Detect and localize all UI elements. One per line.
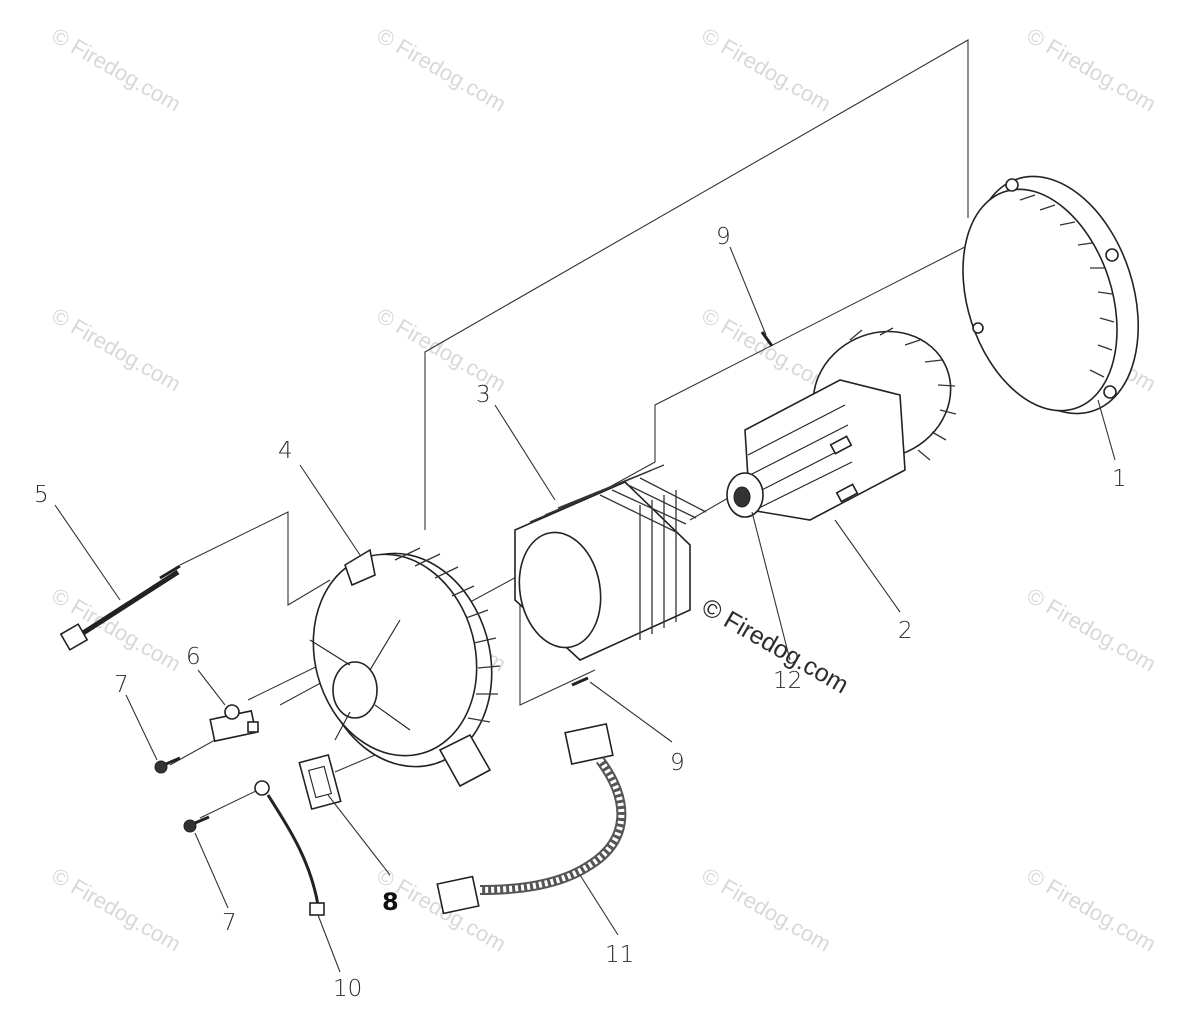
callout-9b: 9 <box>670 750 685 776</box>
callout-1: 1 <box>1112 466 1127 492</box>
assembly-line-holder <box>334 754 376 773</box>
part-brush-holder <box>298 753 342 811</box>
leader-4 <box>299 464 361 556</box>
leader-7a <box>125 694 158 761</box>
leader-lines <box>54 246 1116 973</box>
watermark-text: © Firedog.com <box>48 23 186 117</box>
watermark-text: © Firedog.com <box>48 303 186 397</box>
callout-5: 5 <box>34 482 49 508</box>
watermark-text: © Firedog.com <box>698 863 836 957</box>
leader-1 <box>1097 399 1116 461</box>
watermark-text: © Firedog.com <box>373 23 511 117</box>
callout-7b: 7 <box>222 910 237 936</box>
watermark-text: © Firedog.com <box>698 23 836 117</box>
assembly-line-upper <box>424 39 969 530</box>
callout-9a: 9 <box>716 224 731 250</box>
part-screws <box>154 756 210 833</box>
part-rotor <box>726 327 957 521</box>
part-dowel-pins <box>571 331 774 687</box>
callout-7a: 7 <box>114 672 129 698</box>
leader-10 <box>317 914 341 973</box>
watermark-text: © Firedog.com <box>1023 863 1161 957</box>
assembly-line-main <box>594 223 1011 496</box>
leader-7b <box>194 832 229 909</box>
callout-2: 2 <box>898 618 913 644</box>
leader-9b <box>589 681 673 743</box>
leader-6 <box>197 669 226 706</box>
callout-4: 4 <box>278 438 293 464</box>
part-wire-harness <box>436 723 627 915</box>
part-through-bolt <box>59 564 181 651</box>
part-brush-assembly <box>209 704 259 743</box>
callout-12: 12 <box>773 668 802 694</box>
part-stator <box>514 464 707 661</box>
leader-5 <box>54 504 121 601</box>
leader-3 <box>494 404 556 501</box>
callout-6: 6 <box>186 644 201 670</box>
assembly-line-ground <box>199 789 259 819</box>
part-rear-cover <box>962 175 1140 415</box>
callout-labels: 1 2 3 4 5 6 7 7 8 9 9 10 11 12 <box>34 224 1127 1002</box>
watermark-text: © Firedog.com <box>698 303 836 397</box>
assembly-line-bolt <box>179 511 331 606</box>
leader-8 <box>327 794 391 876</box>
assembly-line-screw <box>169 739 216 766</box>
callout-11: 11 <box>605 942 634 968</box>
leader-2 <box>834 519 901 613</box>
part-ground-wire <box>254 780 325 916</box>
watermark-text: © Firedog.com <box>1023 583 1161 677</box>
leader-12 <box>751 511 791 661</box>
leader-11 <box>579 874 619 936</box>
part-end-bell <box>309 547 501 788</box>
callout-10: 10 <box>333 976 362 1002</box>
callout-8: 8 <box>382 888 399 916</box>
callout-3: 3 <box>476 382 491 408</box>
watermark-text: © Firedog.com <box>1023 23 1161 117</box>
watermark-text: © Firedog.com <box>48 863 186 957</box>
leader-9a <box>729 246 767 336</box>
